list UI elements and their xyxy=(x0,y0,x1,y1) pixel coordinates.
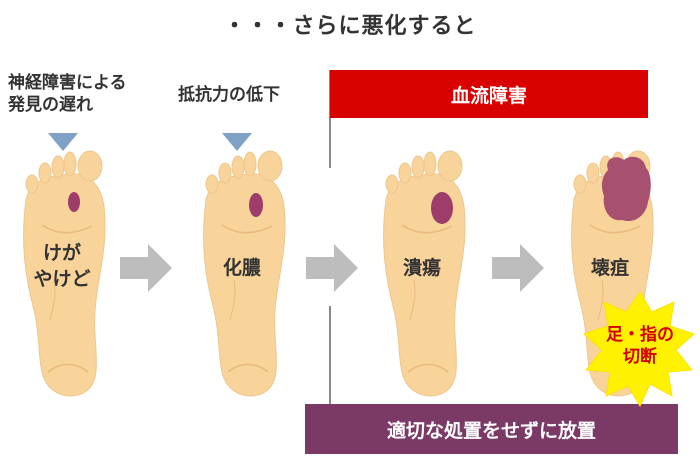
foot-illustration-2 xyxy=(202,150,286,397)
neglect-banner: 適切な処置をせずに放置 xyxy=(305,404,678,454)
note-neuropathy-line-2: 発見の遅れ xyxy=(8,95,93,115)
progress-arrow-1 xyxy=(120,244,172,292)
amputation-burst xyxy=(583,291,695,408)
note-resistance: 抵抗力の低下 xyxy=(178,85,280,105)
progress-arrow-3 xyxy=(492,244,544,292)
top-banner-connector xyxy=(329,70,331,168)
page-title: ・・・さらに悪化すると xyxy=(223,14,477,39)
note-neuropathy: 神経障害による 発見の遅れ xyxy=(8,72,168,116)
note-neuropathy-line-1: 神経障害による xyxy=(8,73,127,93)
stage-label-injury-line-1: けが xyxy=(42,242,81,264)
stage-label-infection: 化膿 xyxy=(222,257,261,279)
bottom-banner-connector xyxy=(329,306,331,404)
lesion-gangrene xyxy=(601,156,651,222)
progress-arrow-2 xyxy=(306,244,358,292)
pointer-triangle-2 xyxy=(222,133,252,151)
lesion-wound xyxy=(68,192,80,212)
foot-illustration-4 xyxy=(570,150,654,397)
stage-label-injury: けが やけど xyxy=(12,240,112,292)
amputation-label-line-1: 足・指の xyxy=(606,325,674,345)
amputation-label-line-2: 切断 xyxy=(623,347,657,367)
pointer-triangle-1 xyxy=(48,133,78,151)
lesion-ulcer xyxy=(431,192,453,224)
foot-illustration-3 xyxy=(382,150,466,397)
lesion-pus xyxy=(249,193,263,217)
foot-illustration-1 xyxy=(22,150,106,397)
amputation-label: 足・指の 切断 xyxy=(590,324,690,368)
stage-label-injury-line-2: やけど xyxy=(33,268,91,290)
stage-label-ulcer: 潰瘍 xyxy=(402,257,441,279)
stage-label-gangrene: 壊疽 xyxy=(590,257,629,279)
blood-flow-banner: 血流障害 xyxy=(330,70,648,118)
